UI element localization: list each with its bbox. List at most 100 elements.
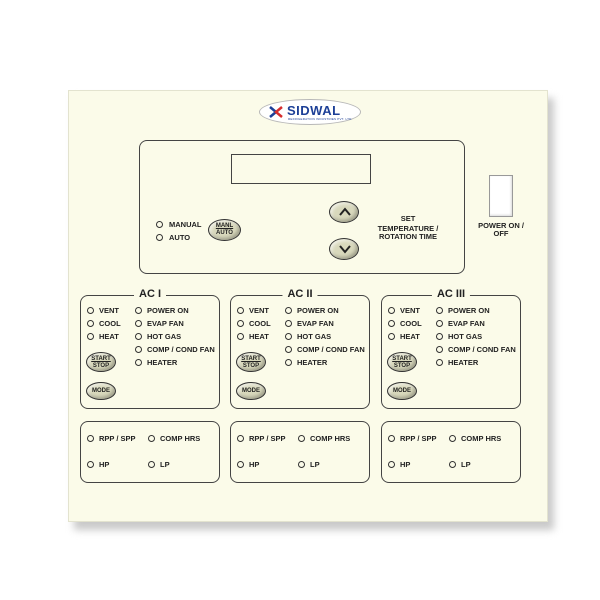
ac-2-heat-led [237,333,244,340]
ac-3-lp-label: LP [461,460,471,469]
ac-2-evap-fan-label: EVAP FAN [297,319,334,328]
ac-1-comp-hrs-led [148,435,155,442]
auto-label: AUTO [169,233,191,242]
ac-1-heat-label: HEAT [99,332,119,341]
ac-3-evap-fan-led [436,320,443,327]
ac-3-evap-fan-label: EVAP FAN [448,319,485,328]
ac-2-vent-label: VENT [249,306,270,315]
control-panel: SIDWAL REFRIGERATION INDUSTRIES PVT. LTD… [68,90,548,522]
ac-1-start-stop-button[interactable]: START STOP [86,352,116,372]
ac-1-mode-label: MODE [92,388,110,394]
ac-2-heater-led [285,359,292,366]
auto-button-label: AUTO [216,230,233,236]
ac-2-hot-gas-label: HOT GAS [297,332,332,341]
brand-mark-icon [269,106,283,118]
ac-1-heater-led [135,359,142,366]
brand-name: SIDWAL [287,103,341,118]
ac-2-title: AC II [282,288,318,300]
brand-logo: SIDWAL REFRIGERATION INDUSTRIES PVT. LTD… [259,99,361,125]
ac-2-vent-led [237,307,244,314]
ac-1-lp-label: LP [160,460,170,469]
ac-3-power-on-led [436,307,443,314]
ac-1-power-on-led [135,307,142,314]
ac-3-stop-label: STOP [393,363,411,369]
ac-1-status-panel: RPP / SPP COMP HRS HP LP [80,421,220,483]
ac-2-panel: AC II VENT COOL HEAT POWER ON EVAP FAN H… [230,288,370,409]
ac-3-rpp-spp-led [388,435,395,442]
ac-3-comp-hrs-led [449,435,456,442]
ac-3-hp-led [388,461,395,468]
ac-1-hot-gas-label: HOT GAS [147,332,182,341]
ac-3-hot-gas-label: HOT GAS [448,332,483,341]
manual-led [156,221,163,228]
ac-2-hp-led [237,461,244,468]
ac-1-heater-label: HEATER [147,358,178,367]
ac-2-comp-hrs-label: COMP HRS [310,434,351,443]
ac-1-vent-label: VENT [99,306,120,315]
ac-3-heater-led [436,359,443,366]
ac-3-panel: AC III VENT COOL HEAT POWER ON EVAP FAN … [381,288,521,409]
ac-3-start-stop-button[interactable]: START STOP [387,352,417,372]
ac-3-mode-button[interactable]: MODE [387,382,417,400]
down-button[interactable] [329,238,359,260]
ac-3-power-on-label: POWER ON [448,306,490,315]
ac-3-heat-led [388,333,395,340]
ac-2-comp-hrs-led [298,435,305,442]
chevron-up-icon [339,207,351,216]
ac-2-power-on-label: POWER ON [297,306,339,315]
ac-1-panel: AC I VENT COOL HEAT POWER ON EVAP FAN HO… [80,288,220,409]
manual-label: MANUAL [169,220,202,229]
ac-1-cool-led [87,320,94,327]
ac-1-power-on-label: POWER ON [147,306,189,315]
auto-led [156,234,163,241]
ac-1-vent-led [87,307,94,314]
ac-2-lp-label: LP [310,460,320,469]
ac-2-status-panel: RPP / SPP COMP HRS HP LP [230,421,370,483]
chevron-down-icon [339,245,351,254]
ac-3-title: AC III [431,288,471,300]
ac-3-heater-label: HEATER [448,358,479,367]
ac-1-rpp-spp-label: RPP / SPP [99,434,136,443]
ac-3-lp-led [449,461,456,468]
ac-1-cool-label: COOL [99,319,121,328]
up-button[interactable] [329,201,359,223]
ac-2-mode-button[interactable]: MODE [236,382,266,400]
ac-2-rpp-spp-led [237,435,244,442]
ac-3-comp-hrs-label: COMP HRS [461,434,502,443]
ac-2-power-on-led [285,307,292,314]
ac-2-evap-fan-led [285,320,292,327]
ac-1-title: AC I [134,288,166,300]
ac-3-comp-cond-fan-led [436,346,443,353]
ac-1-heat-led [87,333,94,340]
ac-3-cool-label: COOL [400,319,422,328]
ac-3-start-label: START [392,356,412,362]
power-label: POWER ON / OFF [478,221,524,238]
manl-label: MANL [215,223,234,229]
ac-3-status-panel: RPP / SPP COMP HRS HP LP [381,421,521,483]
ac-2-rpp-spp-label: RPP / SPP [249,434,286,443]
ac-2-start-label: START [241,356,261,362]
main-controller: MANUAL AUTO MANL AUTO SET TEMPERATURE / … [139,140,465,274]
ac-1-hp-led [87,461,94,468]
ac-2-start-stop-button[interactable]: START STOP [236,352,266,372]
ac-3-mode-label: MODE [393,388,411,394]
ac-1-comp-cond-fan-led [135,346,142,353]
power-switch[interactable] [489,175,513,217]
ac-1-evap-fan-led [135,320,142,327]
brand-tagline: REFRIGERATION INDUSTRIES PVT. LTD. [288,117,353,121]
set-label: SET [400,214,416,223]
ac-1-comp-cond-fan-label: COMP / COND FAN [147,345,215,354]
ac-3-vent-led [388,307,395,314]
ac-2-stop-label: STOP [242,363,260,369]
ac-2-hot-gas-led [285,333,292,340]
ac-3-heat-label: HEAT [400,332,420,341]
lcd-display [231,154,371,184]
ac-3-rpp-spp-label: RPP / SPP [400,434,437,443]
ac-1-mode-button[interactable]: MODE [86,382,116,400]
ac-3-hp-label: HP [400,460,411,469]
ac-2-comp-cond-fan-led [285,346,292,353]
ac-2-comp-cond-fan-label: COMP / COND FAN [297,345,365,354]
set-sublabel: TEMPERATURE / ROTATION TIME [377,224,439,241]
ac-1-rpp-spp-led [87,435,94,442]
manl-auto-button[interactable]: MANL AUTO [208,219,241,241]
